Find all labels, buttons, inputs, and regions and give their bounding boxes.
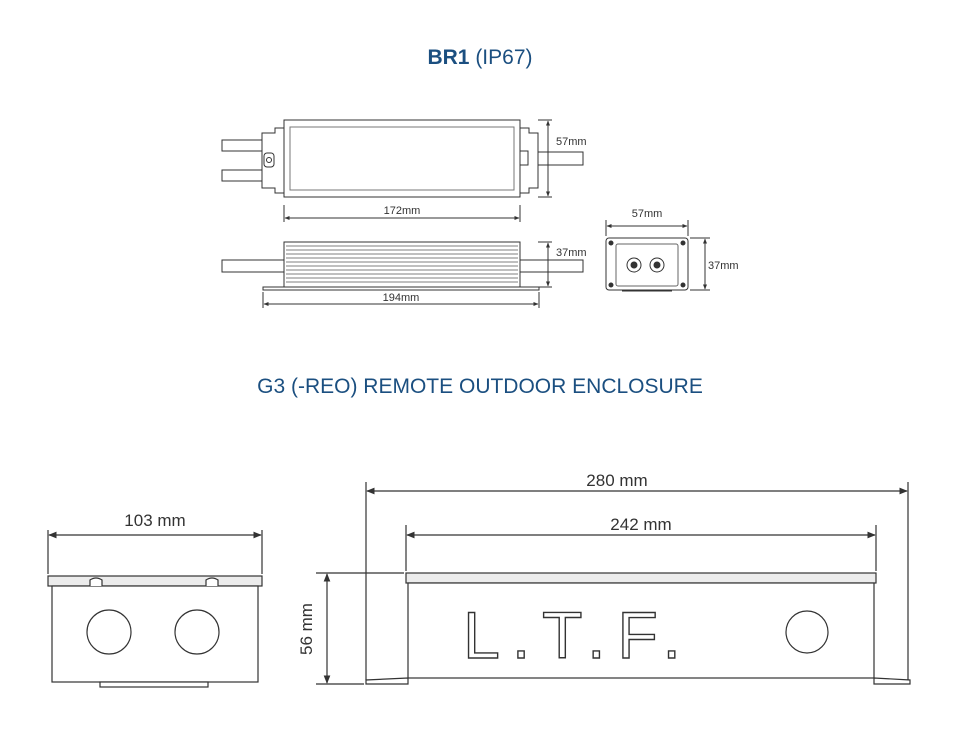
br1-end-width-label: 57mm (632, 208, 663, 220)
g3-side-view (316, 482, 911, 685)
br1-end-view (605, 220, 710, 292)
br1-title-rating: (IP67) (469, 46, 533, 69)
br1-side-view (221, 241, 584, 308)
br1-top-height-label: 57mm (556, 136, 587, 148)
g3-title: G3 (-REO) REMOTE OUTDOOR ENCLOSURE (257, 375, 703, 398)
g3-body-length-label: 242 mm (610, 515, 671, 534)
br1-top-view (221, 119, 584, 222)
br1-side-height-label: 37mm (556, 247, 587, 259)
g3-lettering: L.T.F. (463, 598, 693, 672)
br1-title-model: BR1 (427, 46, 470, 69)
br1-top-length-label: 172mm (384, 205, 421, 217)
br1-title: BR1 (IP67) (0, 46, 960, 70)
g3-height-label: 56 mm (297, 603, 316, 655)
br1-side-length-label: 194mm (383, 292, 420, 304)
g3-total-length-label: 280 mm (586, 471, 647, 490)
br1-end-height-label: 37mm (708, 260, 739, 272)
g3-end-view (47, 530, 263, 688)
g3-end-width-label: 103 mm (124, 511, 185, 530)
